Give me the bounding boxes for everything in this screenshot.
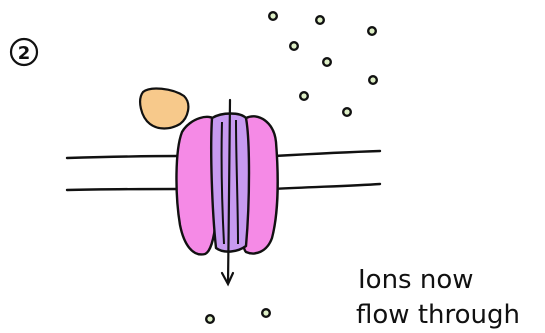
ion xyxy=(316,16,324,24)
ions-inside xyxy=(206,309,270,323)
caption-line-1: Ions now xyxy=(358,265,474,295)
membrane-top-left-line xyxy=(67,156,180,158)
caption: Ions now flow through xyxy=(356,265,520,330)
ion xyxy=(368,27,376,35)
membrane-top-right-line xyxy=(274,151,380,156)
step-number: 2 xyxy=(18,43,31,64)
ion xyxy=(369,76,377,84)
ion xyxy=(300,92,308,100)
ion xyxy=(290,42,298,50)
ion xyxy=(323,58,331,66)
ion xyxy=(206,315,214,323)
ion xyxy=(269,12,277,20)
ions-outside xyxy=(269,12,377,116)
ion-channel xyxy=(176,114,277,255)
membrane-bottom-left-line xyxy=(67,189,180,190)
ion xyxy=(343,108,351,116)
caption-line-2: flow through xyxy=(356,300,520,330)
ligand-blob xyxy=(140,89,188,129)
membrane-bottom-right-line xyxy=(274,184,380,189)
step-badge: 2 xyxy=(11,39,37,65)
ion xyxy=(262,309,270,317)
